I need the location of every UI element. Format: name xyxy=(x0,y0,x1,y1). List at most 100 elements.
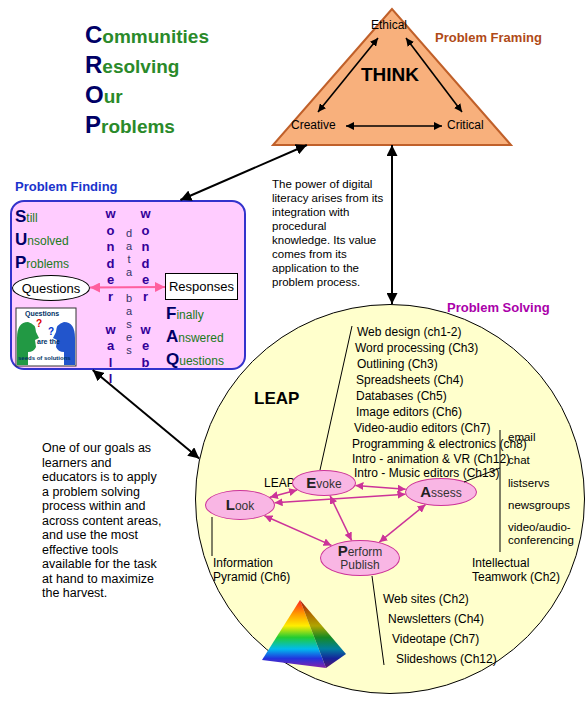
acronym-text: Still Unsolved Problems xyxy=(15,206,107,275)
image-text: ? xyxy=(48,327,54,337)
leap-oval: Look xyxy=(205,490,275,520)
acronym-word: Unsolved xyxy=(15,229,107,252)
tool-item: Databases (Ch5) xyxy=(356,389,447,403)
response-box: Responses xyxy=(165,273,238,300)
acronym-rest: nsolved xyxy=(27,234,68,248)
tool-item: Intro - Music editors (Ch13) xyxy=(354,466,499,480)
leap-oval: Perform Publish xyxy=(320,540,400,576)
acronym-word: Communities xyxy=(85,22,209,52)
acronym-word: Our xyxy=(85,82,209,112)
pyramid-front xyxy=(262,600,326,668)
acronym-word: Questions xyxy=(166,349,246,372)
image-text: Questions xyxy=(25,310,59,318)
think-arrow xyxy=(318,38,378,112)
acronym-rest: ommunities xyxy=(102,26,209,47)
think-heading: THINK xyxy=(361,64,419,86)
vertical-text: wonder wall xyxy=(103,206,117,388)
acronym-initial: R xyxy=(85,51,102,78)
oval-label: Questions xyxy=(22,281,81,296)
tool-item: Image editors (Ch6) xyxy=(356,405,462,419)
acronym-rest: roblems xyxy=(101,116,175,137)
image-frame xyxy=(16,308,76,366)
connector-arrow xyxy=(391,145,393,304)
connector-arrow xyxy=(379,505,425,543)
note-text: The power of digital literacy arises fro… xyxy=(272,177,384,289)
comm-item: email xyxy=(508,431,535,444)
image-text: ? xyxy=(36,319,42,329)
comm-item: chat xyxy=(508,454,530,467)
connector-arrow xyxy=(90,286,165,289)
connector-arrow xyxy=(270,490,297,497)
acronym-word: Problems xyxy=(15,252,107,275)
output-item: Slideshows (Ch12) xyxy=(396,652,497,666)
connector-arrow xyxy=(180,145,307,200)
tool-item: Programming & electronics (ch8) xyxy=(352,437,527,451)
tool-item: Spreadsheets (Ch4) xyxy=(356,373,463,387)
acronym-text: Finally Answered Questions xyxy=(166,303,246,372)
triangle-outline xyxy=(273,9,511,145)
acronym-word: Answered xyxy=(166,326,246,349)
acronym-initial: A xyxy=(166,327,178,346)
diagram-title: Communities Resolving Our Problems xyxy=(85,22,209,142)
connector-arrow xyxy=(93,370,200,459)
leader-line xyxy=(212,517,213,556)
bracket-line xyxy=(500,430,501,552)
think-arrow xyxy=(346,125,442,127)
chapter-note: Information Pyramid (Ch6) xyxy=(213,556,318,584)
tool-item: Intro - animation & VR (Ch12) xyxy=(352,452,510,466)
question-oval: Questions xyxy=(12,275,90,301)
leap-oval: Evoke xyxy=(292,470,356,496)
acronym-initial: Q xyxy=(166,350,179,369)
think-arrow xyxy=(406,38,462,112)
image-text: seeds of solutions xyxy=(18,355,71,362)
leader-line xyxy=(320,326,352,470)
acronym-initial: C xyxy=(85,21,102,48)
acronym-initial: F xyxy=(166,304,176,323)
leader-line xyxy=(464,468,500,482)
output-item: Newsletters (Ch4) xyxy=(388,612,484,626)
acronym-initial: S xyxy=(15,207,26,226)
acronym-rest: ur xyxy=(104,86,123,107)
connector-arrow xyxy=(355,485,405,489)
think-word: Creative xyxy=(291,118,336,132)
oval-label: Perform Publish xyxy=(330,544,390,572)
acronym-word: Resolving xyxy=(85,52,209,82)
section-heading: Problem Framing xyxy=(435,30,542,46)
tool-item: Outlining (Ch3) xyxy=(357,357,438,371)
acronym-rest: uestions xyxy=(179,354,224,368)
comm-item: listservs xyxy=(508,477,550,490)
note-text: One of our goals as learners and educato… xyxy=(42,441,167,601)
acronym-initial: P xyxy=(85,111,101,138)
image-text: are the xyxy=(37,338,60,346)
leap-heading: LEAP xyxy=(254,389,299,409)
comm-item: video/audio-conferencing xyxy=(508,521,584,547)
connector-arrow xyxy=(275,494,406,503)
section-heading: Problem Finding xyxy=(15,179,118,195)
tool-item: Word processing (Ch3) xyxy=(355,341,478,355)
leap-oval: Assess xyxy=(405,478,477,506)
leader-line xyxy=(372,576,384,665)
vertical-text: data bases xyxy=(123,227,135,357)
acronym-initial: P xyxy=(15,253,26,272)
acronym-rest: inally xyxy=(176,308,203,322)
framing-triangle: Problem FramingEthicalTHINKCreativeCriti… xyxy=(272,8,512,148)
pyramid-side xyxy=(300,600,346,668)
acronym-word: Problems xyxy=(85,112,209,142)
tool-item: Web design (ch1-2) xyxy=(357,325,462,339)
section-heading: Problem Solving xyxy=(447,300,550,316)
output-item: Videotape (Ch7) xyxy=(392,632,479,646)
acronym-rest: roblems xyxy=(26,257,69,271)
vertical-text: wonder web xyxy=(138,206,152,371)
acronym-rest: nswered xyxy=(178,331,223,345)
oval-label: Evoke xyxy=(306,476,341,491)
acronym-rest: esolving xyxy=(102,56,179,77)
chapter-note: Intellectual Teamwork (Ch2) xyxy=(472,556,572,584)
think-word: Ethical xyxy=(371,18,407,32)
acronym-word: Still xyxy=(15,206,107,229)
box-label: Responses xyxy=(169,279,234,294)
acronym-rest: till xyxy=(26,211,37,225)
acronym-initial: U xyxy=(15,230,27,249)
